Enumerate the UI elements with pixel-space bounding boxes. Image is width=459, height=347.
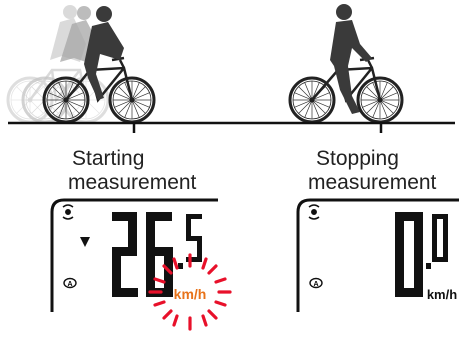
start-digit-5 — [186, 214, 202, 262]
stop-decimal-point — [426, 263, 431, 269]
svg-text:A: A — [67, 281, 72, 288]
down-triangle-icon — [80, 237, 90, 247]
mode-a-indicator: A — [64, 279, 76, 289]
stop-display-panel: A km/h — [298, 200, 459, 312]
sensor-icon — [309, 205, 319, 219]
start-display-panel: A — [52, 200, 230, 329]
mode-a-indicator: A — [310, 279, 322, 289]
start-digit-2 — [112, 212, 138, 297]
start-decimal-point — [178, 263, 183, 269]
start-caption-line1: Starting — [72, 148, 142, 170]
start-caption-line2: measurement — [68, 172, 218, 194]
svg-text:A: A — [313, 281, 318, 288]
sensor-icon — [63, 205, 73, 219]
stop-caption-line1: Stopping — [316, 148, 406, 170]
stop-unit-label: km/h — [427, 287, 457, 302]
stop-caption-line2: measurement — [308, 172, 458, 194]
stop-digit-0-small — [432, 214, 448, 262]
stopping-rider-figure — [290, 4, 402, 122]
stop-digit-0 — [395, 212, 423, 297]
start-digit-6 — [146, 212, 173, 297]
start-unit-label: km/h — [174, 286, 207, 302]
